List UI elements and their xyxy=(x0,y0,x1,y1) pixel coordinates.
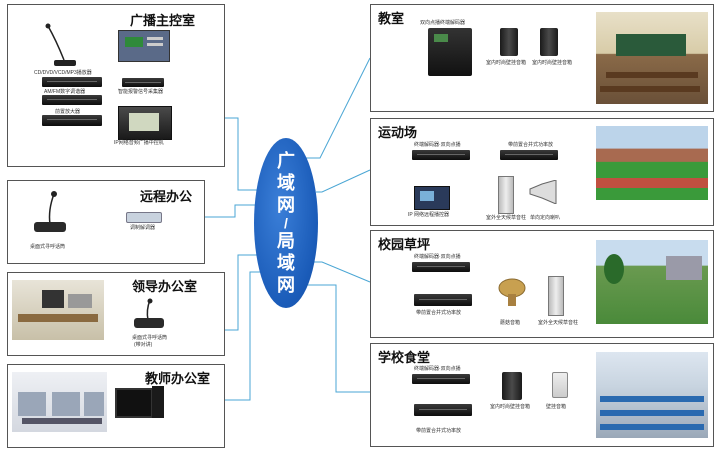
network-hub xyxy=(254,138,318,308)
modem-device xyxy=(126,212,162,223)
canteen-amp-device xyxy=(414,404,472,416)
sports-column-label: 室外全天候草音柱 xyxy=(486,215,527,221)
preamp-device xyxy=(42,115,102,126)
classroom-speaker-2 xyxy=(540,28,558,56)
lawn-column-speaker xyxy=(548,276,564,316)
tuner-device xyxy=(42,95,102,105)
classroom-speakers-label-1: 室内时尚壁挂音箱 xyxy=(486,60,527,66)
lawn-title: 校园草坪 xyxy=(378,237,431,252)
lawn-amp-label: 带前置合并式功率放 xyxy=(416,310,462,316)
lawn-amp-device xyxy=(414,294,472,306)
lawn-decoder-device xyxy=(412,262,470,272)
canteen-ceiling-speaker xyxy=(552,372,568,398)
teacher-office-photo xyxy=(12,372,107,432)
link-teacher-office xyxy=(205,271,264,401)
link-lawn xyxy=(312,261,371,283)
network-hub-label: 广 域 网 / 局 域 网 xyxy=(254,148,318,298)
canteen-decoder-device xyxy=(412,374,470,384)
link-canteen xyxy=(300,284,370,393)
link-sports-field xyxy=(316,169,371,193)
cd-player-device xyxy=(42,77,102,87)
canteen-photo xyxy=(596,352,708,438)
teacher-office-title: 教师办公室 xyxy=(145,371,211,386)
computer-tower-icon xyxy=(152,386,164,418)
sports-decoder-label: 终端解码器·双向点播 xyxy=(414,142,461,148)
leader-paging-mic-icon xyxy=(134,298,164,328)
canteen-wall-label: 室内时尚壁挂音箱 xyxy=(490,404,531,410)
sports-decoder-device xyxy=(412,150,470,160)
lawn-decoder-label: 终端解码器·双向点播 xyxy=(414,254,461,260)
sports-amp-device xyxy=(500,150,558,160)
alarm-interface-device xyxy=(122,78,164,87)
leader-office-title: 领导办公室 xyxy=(132,279,198,294)
hub-char: 域 xyxy=(277,173,295,193)
mushroom-speaker-icon xyxy=(498,278,526,306)
hub-char: 广 xyxy=(277,151,295,171)
lawn-column-label: 室外全天候草音柱 xyxy=(538,320,579,326)
sports-ip-label: IP 网络远程播控器 xyxy=(408,212,450,218)
canteen-title: 学校食堂 xyxy=(378,350,431,365)
leader-office-photo xyxy=(12,280,104,340)
link-classroom xyxy=(302,57,371,159)
desk-paging-mic-icon xyxy=(34,191,66,232)
canteen-wall-speaker xyxy=(502,372,522,400)
sports-field-photo xyxy=(596,126,708,200)
classroom-title: 教室 xyxy=(378,11,405,26)
canteen-amp-label: 带前置合并式功率放 xyxy=(416,428,462,434)
hub-char: / xyxy=(284,215,288,231)
canteen-decoder-label: 终端解码器·双向点播 xyxy=(414,366,461,372)
classroom-speaker-1 xyxy=(500,28,518,56)
sports-field-title: 运动场 xyxy=(378,125,418,140)
ip-remote-controller-device xyxy=(414,186,450,210)
classroom-decoder-label: 双向点播终端解码器 xyxy=(420,20,466,26)
lawn-mushroom-label: 蘑菇音箱 xyxy=(500,320,521,326)
sports-horn-label: 单向定向喇叭 xyxy=(530,215,561,221)
computer-monitor-icon xyxy=(115,388,153,418)
preamp-label: 前置放大器 xyxy=(55,109,81,115)
leader-paging-sub: (带对讲) xyxy=(134,342,153,348)
outdoor-column-speaker xyxy=(498,176,514,214)
gooseneck-mic-icon xyxy=(45,23,76,66)
tuner-label: AM/FM数字调谐器 xyxy=(44,89,86,95)
classroom-decoder-device xyxy=(428,28,472,76)
players-label: CD/DVD/VCD/MP3播放器 xyxy=(34,70,92,76)
hub-char: 网 xyxy=(277,195,295,215)
sports-amp-label: 带前置合并式功率放 xyxy=(508,142,554,148)
ip-controller-device xyxy=(118,106,172,140)
leader-paging-label: 桌面式寻呼话筒 xyxy=(132,335,168,341)
controller-label: IP网络音频广播中控机 xyxy=(114,140,164,146)
lawn-photo xyxy=(596,240,708,324)
horn-speaker-icon xyxy=(529,180,557,204)
canteen-ceiling-label: 壁挂音箱 xyxy=(546,404,567,410)
remote-paging-label: 桌面式寻呼话筒 xyxy=(30,244,66,250)
classroom-speakers-label-2: 室内时尚壁挂音箱 xyxy=(532,60,573,66)
hub-char: 网 xyxy=(277,275,295,295)
hub-char: 域 xyxy=(277,253,295,273)
alarm-collector-device xyxy=(118,30,170,62)
hub-char: 局 xyxy=(277,231,295,251)
alarm-label: 智能报警信号采集器 xyxy=(118,89,164,95)
modem-label: 调制解调器 xyxy=(130,225,156,231)
remote-office-title: 远程办公 xyxy=(140,189,193,204)
control-room-title: 广播主控室 xyxy=(130,13,196,28)
classroom-photo xyxy=(596,12,708,104)
